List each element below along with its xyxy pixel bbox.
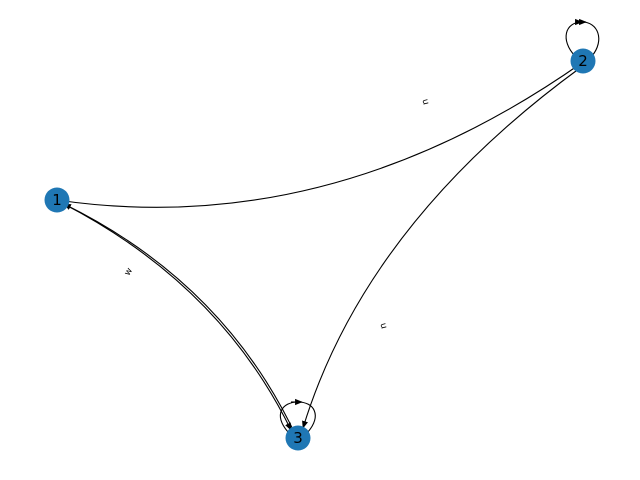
node-3-circle [285,425,311,451]
node-2-circle [570,48,596,74]
node-3[interactable]: 3 [285,425,311,451]
edge-1-to-2 [56,61,584,208]
edge-label-2-to-3: u [377,322,388,330]
edge-label-3-to-1: w [123,266,135,277]
edge-3-to-1 [63,203,298,439]
node-2-label: 2 [578,52,588,70]
edge-1-to-3 [63,203,292,431]
edge-2-to-3 [302,67,581,429]
node-3-label: 3 [293,429,303,447]
node-1-circle [44,187,70,213]
node-1-label: 1 [52,191,62,209]
edge-label-1-to-2: u [419,98,430,106]
node-2[interactable]: 2 [570,48,596,74]
node-1[interactable]: 1 [44,187,70,213]
